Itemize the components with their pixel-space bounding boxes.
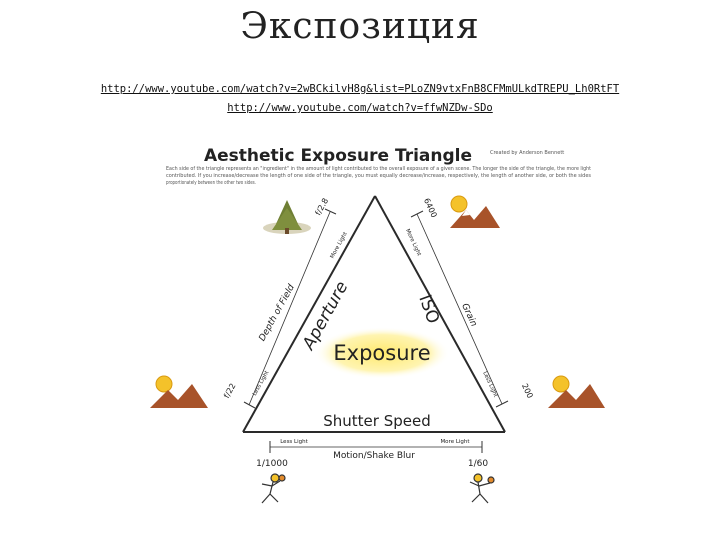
iso-tick-bottom	[495, 400, 509, 408]
iso-label: ISO	[414, 292, 443, 326]
aperture-tick-bottom	[243, 401, 256, 409]
shutter-speed-label: Shutter Speed	[323, 412, 430, 430]
aperture-bottom-value: f/22	[222, 382, 237, 400]
iso-tick-top	[410, 210, 424, 218]
exposure-glow	[314, 327, 450, 379]
iso-side: ISO Grain More Light Less Light 6400 200	[404, 197, 535, 408]
shutter-right-value: 1/60	[468, 459, 488, 469]
player-illustration-right	[469, 473, 495, 504]
shutter-more-light: More Light	[440, 439, 470, 445]
diagram-heading-note: Created by Anderson Bennett	[490, 150, 564, 156]
sun-mountains-illustration-right	[548, 375, 605, 408]
caption-line-3: proportionately between the other two si…	[166, 180, 256, 186]
depth-of-field-label: Depth of Field	[258, 283, 298, 343]
sun-icon	[155, 375, 173, 393]
aperture-less-light: Less Light	[252, 369, 271, 397]
iso-scale-line	[416, 213, 503, 405]
youtube-link-2[interactable]: http://www.youtube.com/watch?v=ffwNZDw-S…	[227, 102, 493, 114]
caption-line-2: contributed. If you increase/decrease th…	[166, 173, 591, 179]
sun-mountains-illustration-top	[450, 195, 500, 228]
aperture-top-value: f/2.8	[313, 197, 330, 217]
triangle-outline	[242, 195, 506, 433]
aperture-tick-top	[324, 208, 337, 215]
sun-icon	[450, 195, 468, 213]
shutter-left-value: 1/1000	[256, 459, 288, 469]
page-title: Экспозиция	[240, 6, 480, 47]
sun-mountains-illustration-left	[150, 375, 208, 408]
player-illustration-left	[261, 473, 286, 504]
aperture-scale-line	[248, 211, 331, 406]
exposure-label: Exposure	[333, 341, 430, 365]
iso-top-value: 6400	[422, 197, 439, 219]
sun-icon	[552, 375, 570, 393]
motion-blur-label: Motion/Shake Blur	[333, 451, 415, 461]
youtube-link-1[interactable]: http://www.youtube.com/watch?v=2wBCkilvH…	[100, 83, 620, 95]
shutter-less-light: Less Light	[280, 439, 308, 445]
tree-illustration	[263, 200, 311, 234]
shutter-side: Shutter Speed Less Light More Light Moti…	[256, 412, 488, 469]
aperture-more-light: More Light	[329, 231, 349, 260]
iso-bottom-value: 200	[520, 382, 535, 400]
diagram-heading: Aesthetic Exposure Triangle	[204, 146, 472, 166]
caption-line-1: Each side of the triangle represents an …	[166, 166, 591, 172]
